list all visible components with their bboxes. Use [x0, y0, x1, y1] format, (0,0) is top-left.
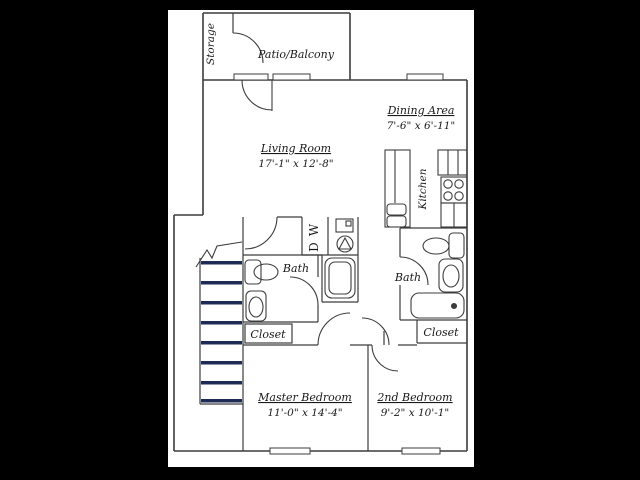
right-bath-door-arc: [399, 256, 429, 286]
burner-icon: [454, 179, 464, 189]
left-bath-door-arc: [289, 276, 319, 306]
burner-icon: [454, 191, 464, 201]
storage-door-arc: [232, 32, 264, 64]
kitchen-cabinet: [437, 149, 468, 176]
dining-label: Dining Area: [387, 104, 455, 117]
closet-left-label: Closet: [250, 328, 286, 341]
entry-door-arc: [244, 216, 278, 250]
toilet-icon: [245, 290, 267, 322]
living-room-label: Living Room: [260, 142, 331, 155]
left-bath-fixtures: [244, 257, 356, 322]
right-bath-fixtures: [410, 232, 465, 319]
furnace-icon: [336, 235, 354, 253]
washer-label: W: [307, 223, 321, 236]
second-bedroom-dims: 9'-2" x 10'-1": [381, 407, 450, 419]
patio-label: Patio/Balcony: [257, 48, 335, 61]
closet-right-label: Closet: [423, 326, 459, 339]
stair-break-line: [195, 241, 243, 268]
bath-right-label: Bath: [394, 271, 421, 284]
plan-paper: [168, 10, 474, 467]
storage-label: Storage: [205, 23, 217, 65]
water-heater-icon: [335, 218, 354, 233]
kitchen-fixtures: [384, 149, 468, 228]
tub-drain-icon: [450, 302, 458, 310]
burner-icon: [443, 179, 453, 189]
dining-dims: 7'-6" x 6'-11": [387, 120, 456, 132]
room-labels: Storage Patio/Balcony Living Room 17'-1"…: [205, 23, 459, 419]
second-bedroom-door-arc: [371, 344, 399, 372]
shower-icon: [324, 257, 356, 299]
second-bedroom-label: 2nd Bedroom: [376, 391, 452, 404]
burner-icon: [443, 191, 453, 201]
vanity-icon: [448, 232, 465, 259]
master-bedroom-label: Master Bedroom: [257, 391, 352, 404]
door-arcs: [232, 32, 429, 372]
bath-left-label: Bath: [282, 262, 309, 275]
kitchen-label: Kitchen: [417, 168, 429, 210]
balcony-door-arc: [241, 79, 273, 111]
toilet-icon: [438, 258, 464, 293]
master-bedroom-dims: 11'-0" x 14'-4": [267, 407, 342, 419]
laundry-icons: [335, 218, 354, 253]
windows: [233, 73, 444, 455]
kitchen-sink-basin: [386, 215, 407, 228]
sink-icon: [253, 263, 279, 281]
bathtub-icon: [410, 292, 465, 319]
living-room-dims: 17'-1" x 12'-8": [258, 158, 333, 170]
dryer-label: D: [307, 242, 321, 252]
stairs: [195, 241, 243, 405]
hall-door-arc: [361, 317, 390, 346]
vanity-icon: [244, 259, 262, 285]
interior-walls: [232, 13, 467, 451]
kitchen-sink-basin: [386, 203, 407, 216]
master-door-arc: [317, 312, 351, 346]
stair-treads: [201, 261, 242, 403]
